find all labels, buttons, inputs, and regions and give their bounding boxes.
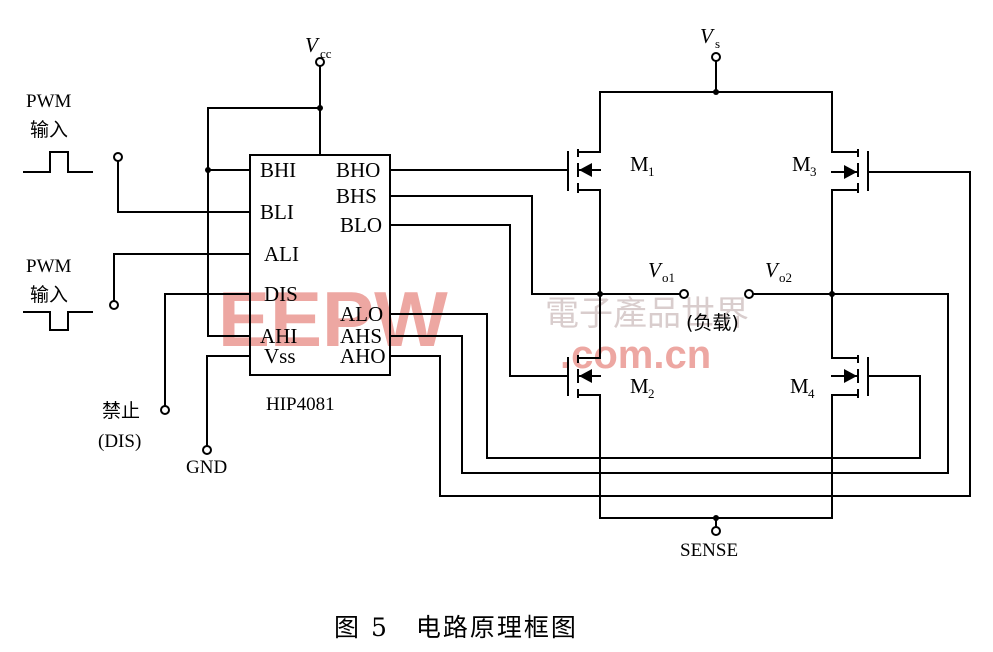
junction-vo2 (829, 291, 835, 297)
pin-bli: BLI (260, 200, 294, 224)
vs-label: V s (700, 24, 720, 51)
sense-label: SENSE (680, 540, 738, 561)
junction-bhi (205, 167, 211, 173)
ali-wire (113, 253, 251, 306)
bli-wire (117, 156, 251, 213)
svg-text:M: M (630, 152, 649, 176)
pin-aho: AHO (340, 344, 386, 368)
svg-text:2: 2 (648, 386, 655, 401)
pwm-pulse-negative (23, 311, 93, 331)
disable-label: 禁止 (102, 400, 140, 422)
pin-bhs: BHS (336, 184, 377, 208)
pwm2-label-cn: 输入 (30, 284, 68, 306)
svg-text:s: s (715, 36, 720, 51)
m3-label: M 3 (792, 152, 817, 179)
svg-text:V: V (765, 258, 780, 282)
pwm1-label: PWM (26, 91, 72, 112)
pin-bho: BHO (336, 158, 380, 182)
junction-sense (713, 515, 719, 521)
vs-terminal (711, 52, 721, 62)
pin-blo: BLO (340, 213, 382, 237)
pin-dis: DIS (264, 282, 298, 306)
pin-ahi: AHI (260, 324, 297, 348)
gnd-terminal (202, 445, 212, 455)
pwm1-terminal (113, 152, 123, 162)
watermark: EEPW 電子產品世界 .com.cn (218, 275, 749, 377)
pin-alo: ALO (340, 302, 383, 326)
gnd-label: GND (186, 457, 227, 478)
ahi-wire (207, 107, 251, 337)
load-label: (负载) (686, 312, 739, 334)
svg-text:1: 1 (648, 164, 655, 179)
vo1-label: V o1 (648, 258, 675, 285)
m1-label: M 1 (630, 152, 655, 179)
ahs-wire (389, 293, 949, 474)
svg-text:V: V (305, 33, 320, 57)
chip-name: HIP4081 (266, 394, 335, 415)
pwm2-label: PWM (26, 256, 72, 277)
figure-caption: 图 5 电路原理框图 (334, 613, 578, 642)
sense-terminal (711, 526, 721, 536)
mosfet-m1 (567, 149, 601, 193)
blo-wire (389, 224, 569, 377)
svg-text:o2: o2 (779, 270, 792, 285)
mosfet-m3 (831, 149, 869, 193)
m2-label: M 2 (630, 374, 655, 401)
mosfet-m2 (567, 355, 601, 398)
pin-ahs: AHS (340, 324, 382, 348)
pin-vss: Vss (264, 344, 296, 368)
pin-ali: ALI (264, 242, 299, 266)
svg-text:M: M (792, 152, 811, 176)
svg-text:M: M (630, 374, 649, 398)
disable-label-dis: (DIS) (98, 431, 141, 452)
svg-text:M: M (790, 374, 809, 398)
vo2-terminal (744, 289, 754, 299)
watermark-cn: 電子產品世界 (545, 294, 749, 334)
junction-vs (713, 89, 719, 95)
vss-wire (206, 355, 251, 448)
vcc-terminal (315, 57, 325, 67)
bhs-wire (389, 195, 599, 295)
alo-wire (389, 313, 921, 459)
svg-text:V: V (648, 258, 663, 282)
svg-text:V: V (700, 24, 715, 48)
aho-wire (389, 171, 971, 497)
watermark-url: .com.cn (560, 333, 711, 377)
pin-bhi: BHI (260, 158, 296, 182)
dis-wire (164, 293, 251, 408)
junction-vcc (317, 105, 323, 111)
svg-text:4: 4 (808, 386, 815, 401)
dis-terminal (160, 405, 170, 415)
pwm-pulse-positive (23, 151, 93, 173)
vo2-label: V o2 (765, 258, 792, 285)
m4-label: M 4 (790, 374, 815, 401)
svg-text:3: 3 (810, 164, 817, 179)
mosfet-m4 (831, 355, 869, 398)
svg-text:o1: o1 (662, 270, 675, 285)
pwm2-terminal (109, 300, 119, 310)
watermark-logo: EEPW (218, 275, 448, 363)
pwm1-label-cn: 输入 (30, 119, 68, 141)
vo1-terminal (679, 289, 689, 299)
svg-text:cc: cc (320, 46, 332, 61)
vcc-label: V cc (305, 33, 332, 61)
junction-vo1 (597, 291, 603, 297)
